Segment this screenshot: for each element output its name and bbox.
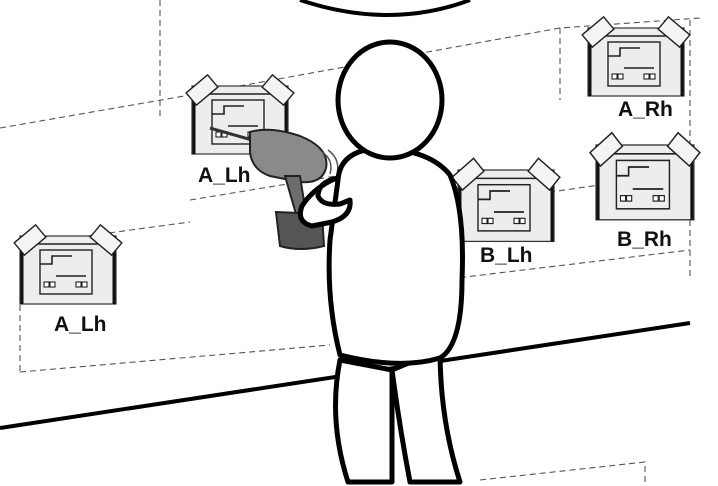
callout-circle	[299, 0, 471, 17]
mounting-board-icon	[450, 156, 562, 243]
board-label: A_Lh	[54, 313, 107, 336]
board-label: A_Lh	[198, 164, 251, 187]
power-drill-icon	[209, 126, 339, 250]
mounting-board-icon	[580, 15, 692, 98]
board-label: A_Rh	[618, 98, 673, 121]
mounting-board-icon	[588, 131, 702, 222]
person-figure-icon	[297, 39, 465, 485]
board-label: B_Lh	[480, 244, 533, 267]
board-label: B_Rh	[617, 228, 672, 251]
mounting-board-icon	[12, 223, 124, 306]
